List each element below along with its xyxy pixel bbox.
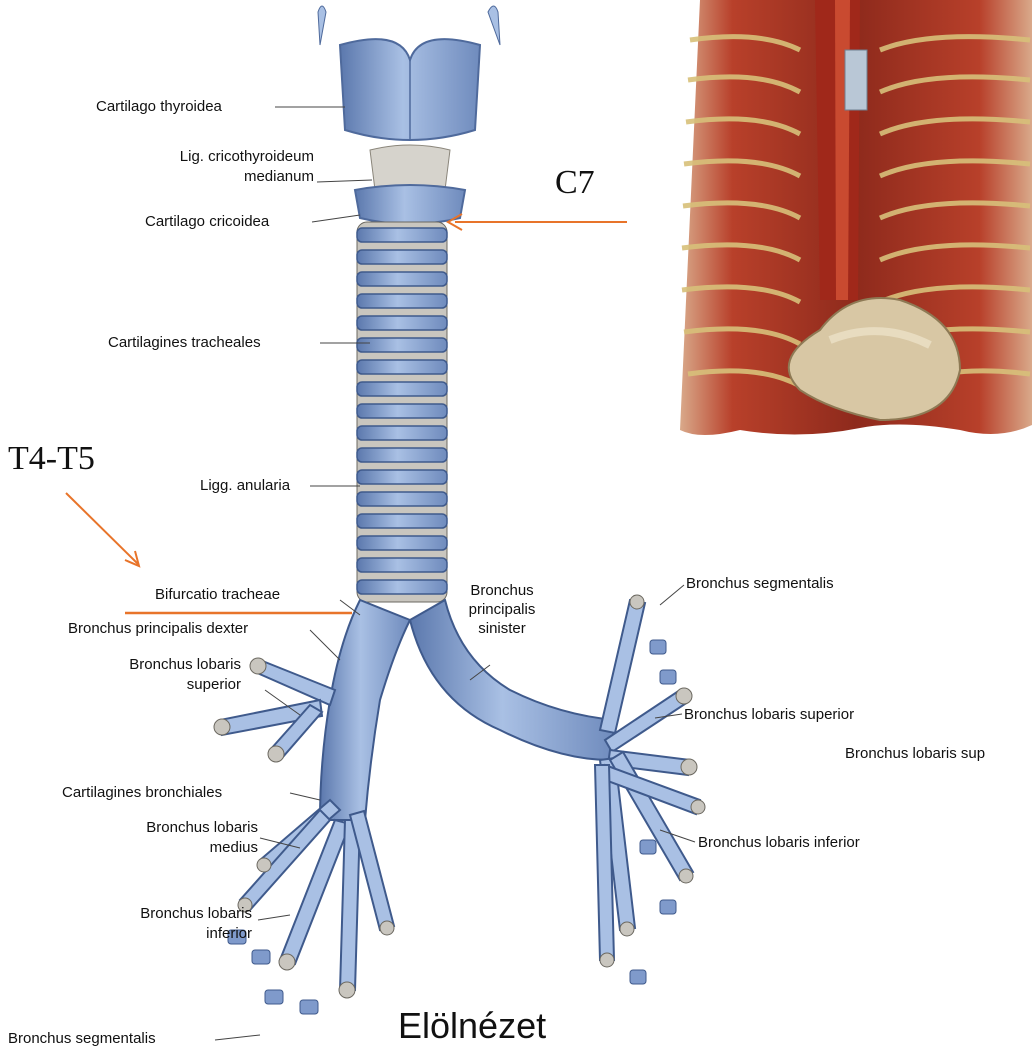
vertebral-markers [66, 214, 627, 613]
label-bronchus-lobaris-superior-right: Bronchus lobaris superior [684, 706, 854, 724]
label-ligg-anularia: Ligg. anularia [200, 477, 290, 495]
trachea [357, 222, 447, 602]
label-cartilagines-tracheales: Cartilagines tracheales [108, 334, 261, 352]
caption: Elölnézet [398, 1005, 546, 1047]
bronchial-tree [214, 595, 705, 1014]
larynx [318, 6, 500, 224]
label-bifurcatio-tracheae: Bifurcatio tracheae [155, 586, 280, 604]
label-cartilago-thyroidea: Cartilago thyroidea [96, 98, 222, 116]
label-bronchus-lobaris-inferior-right: Bronchus lobaris inferior [698, 834, 860, 852]
label-bronchus-lobaris-sup-cut: Bronchus lobaris sup [845, 745, 985, 763]
label-bronchus-principalis-sinister-2: principalis [462, 601, 542, 619]
label-bronchus-segmentalis-right: Bronchus segmentalis [686, 575, 834, 593]
label-cartilagines-bronchiales: Cartilagines bronchiales [62, 784, 222, 802]
label-lig-cricothyroideum-2: medianum [244, 168, 314, 186]
marker-t4-t5: T4-T5 [8, 440, 95, 478]
marker-c7: C7 [555, 164, 595, 202]
label-bronchus-segmentalis-left: Bronchus segmentalis [8, 1030, 156, 1048]
label-cartilago-cricoidea: Cartilago cricoidea [145, 213, 269, 231]
label-bronchus-lobaris-medius-2: medius [210, 839, 258, 857]
label-bronchus-lobaris-superior-left-1: Bronchus lobaris [129, 656, 241, 674]
label-lig-cricothyroideum-1: Lig. cricothyroideum [180, 148, 314, 166]
label-bronchus-lobaris-medius-1: Bronchus lobaris [146, 819, 258, 837]
label-bronchus-lobaris-inferior-left-1: Bronchus lobaris [140, 905, 252, 923]
label-bronchus-lobaris-superior-left-2: superior [187, 676, 241, 694]
label-bronchus-principalis-dexter: Bronchus principalis dexter [68, 620, 248, 638]
label-bronchus-principalis-sinister-1: Bronchus [462, 582, 542, 600]
label-bronchus-principalis-sinister-3: sinister [462, 620, 542, 638]
thorax-inset-image [680, 0, 1032, 435]
label-bronchus-lobaris-inferior-left-2: inferior [206, 925, 252, 943]
